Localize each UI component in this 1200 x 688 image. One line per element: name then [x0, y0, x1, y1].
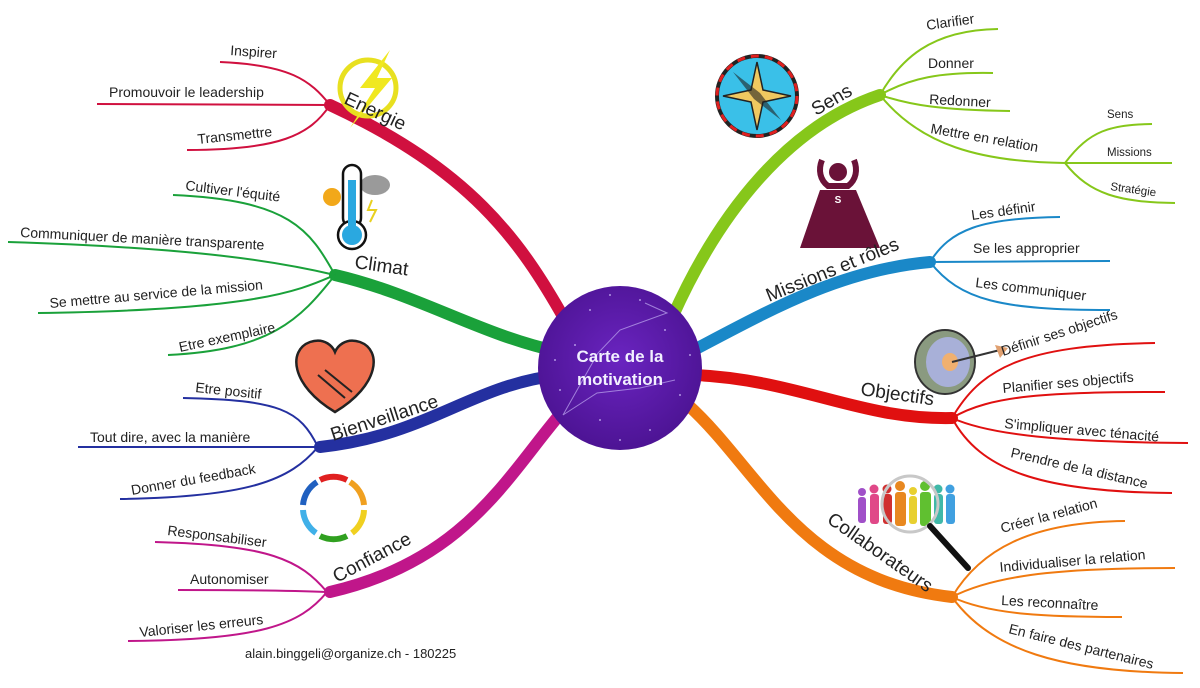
- branch-climat-trunk: [329, 269, 566, 358]
- child-label[interactable]: Etre exemplaire: [177, 319, 276, 355]
- center-title-line1: Carte de la: [577, 347, 664, 366]
- child-label[interactable]: Les communiquer: [975, 274, 1088, 303]
- child-label[interactable]: Clarifier: [925, 10, 975, 33]
- branch-energie-trunk: [324, 99, 571, 326]
- branch-bienveillance-trunk: [314, 369, 566, 453]
- center-node[interactable]: Carte de la motivation: [538, 286, 702, 450]
- child-label[interactable]: Promouvoir le leadership: [109, 84, 264, 100]
- child-label[interactable]: Se mettre au service de la mission: [49, 276, 264, 311]
- superhero-cape-icon: S: [800, 158, 880, 248]
- child-label[interactable]: Transmettre: [197, 123, 273, 147]
- branch-sens-trunk: [666, 89, 886, 324]
- branch-confiance-trunk: [324, 399, 574, 598]
- child-label[interactable]: Autonomiser: [190, 571, 269, 587]
- svg-text:S: S: [835, 195, 842, 206]
- sub-branches: [7, 28, 1189, 674]
- child-label[interactable]: Valoriser les erreurs: [139, 611, 264, 640]
- main-branches: [314, 89, 958, 603]
- target-arrow-icon: [914, 329, 1008, 395]
- grandchild-label[interactable]: Missions: [1107, 147, 1152, 159]
- child-label[interactable]: Mettre en relation: [929, 120, 1039, 155]
- branch-objectifs-trunk: [689, 369, 958, 425]
- child-label[interactable]: Etre positif: [195, 379, 263, 402]
- child-label[interactable]: Tout dire, avec la manière: [90, 429, 251, 445]
- child-label[interactable]: Inspirer: [230, 42, 278, 61]
- footer-credit: alain.binggeli@organize.ch - 180225: [245, 646, 456, 661]
- center-title-line2: motivation: [577, 370, 663, 389]
- people-circle-icon: [300, 473, 367, 543]
- compass-rose-icon: [715, 54, 799, 138]
- branch-collaborateurs-trunk: [682, 399, 958, 603]
- child-label[interactable]: Redonner: [929, 91, 992, 110]
- child-label[interactable]: Les reconnaître: [1001, 592, 1099, 613]
- heart-handshake-icon: [295, 339, 375, 414]
- child-label[interactable]: En faire des partenaires: [1007, 620, 1155, 671]
- lightning-bolt-icon: [337, 50, 399, 128]
- child-label[interactable]: Donner: [928, 55, 974, 71]
- branch-missions-trunk: [684, 256, 936, 358]
- grandchild-label[interactable]: Sens: [1107, 109, 1133, 121]
- child-label[interactable]: Se les approprier: [973, 240, 1080, 256]
- child-label[interactable]: Prendre de la distance: [1009, 444, 1149, 491]
- thermometer-weather-icon: [323, 163, 390, 251]
- child-label[interactable]: Donner du feedback: [130, 460, 258, 498]
- people-magnifier-icon: [858, 474, 971, 571]
